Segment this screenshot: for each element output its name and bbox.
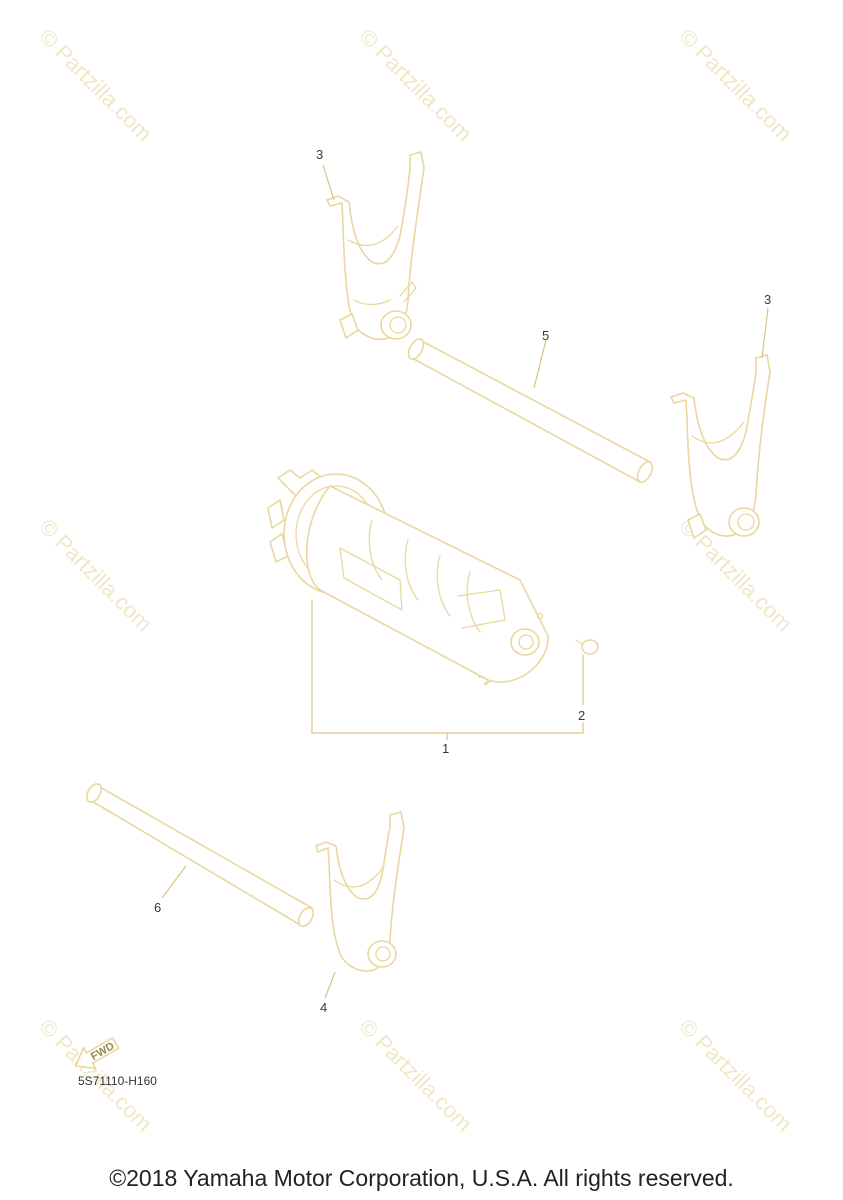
- callout-4: 4: [320, 1000, 327, 1015]
- callout-6: 6: [154, 900, 161, 915]
- watermark-bottom-right: © Partzilla.com: [674, 1014, 797, 1137]
- shift-drum-assembly: [267, 469, 549, 683]
- watermark-bottom-center: © Partzilla.com: [354, 1014, 477, 1137]
- leader-3-right: [761, 307, 769, 359]
- shift-fork-upper-left: [326, 151, 425, 341]
- callout-3-upper: 3: [316, 147, 323, 162]
- callouts: 3 5 3 2 1 6 4: [154, 147, 771, 1015]
- leader-5: [533, 339, 547, 389]
- leader-6: [161, 865, 187, 899]
- watermark-mid-left: © Partzilla.com: [34, 514, 157, 637]
- watermark-top-center: © Partzilla.com: [354, 24, 477, 147]
- leader-4: [324, 971, 336, 999]
- callout-2: 2: [578, 708, 585, 723]
- callout-3-right: 3: [764, 292, 771, 307]
- callout-1: 1: [442, 741, 449, 756]
- drum-screw: [575, 639, 599, 655]
- shift-fork-right: [670, 354, 771, 539]
- watermark-top-right: © Partzilla.com: [674, 24, 797, 147]
- copyright-notice: ©2018 Yamaha Motor Corporation, U.S.A. A…: [109, 1165, 734, 1191]
- shift-shaft-upper: [407, 338, 654, 483]
- shift-fork-lower: [315, 811, 405, 972]
- leader-lines: [161, 164, 769, 999]
- leader-3-upper: [322, 164, 335, 201]
- reference-code: 5S71110-H160: [78, 1074, 157, 1088]
- fwd-label: FWD: [89, 1040, 117, 1063]
- watermark-top-left: © Partzilla.com: [34, 24, 157, 147]
- shift-shaft-lower: [85, 783, 315, 927]
- callout-5: 5: [542, 328, 549, 343]
